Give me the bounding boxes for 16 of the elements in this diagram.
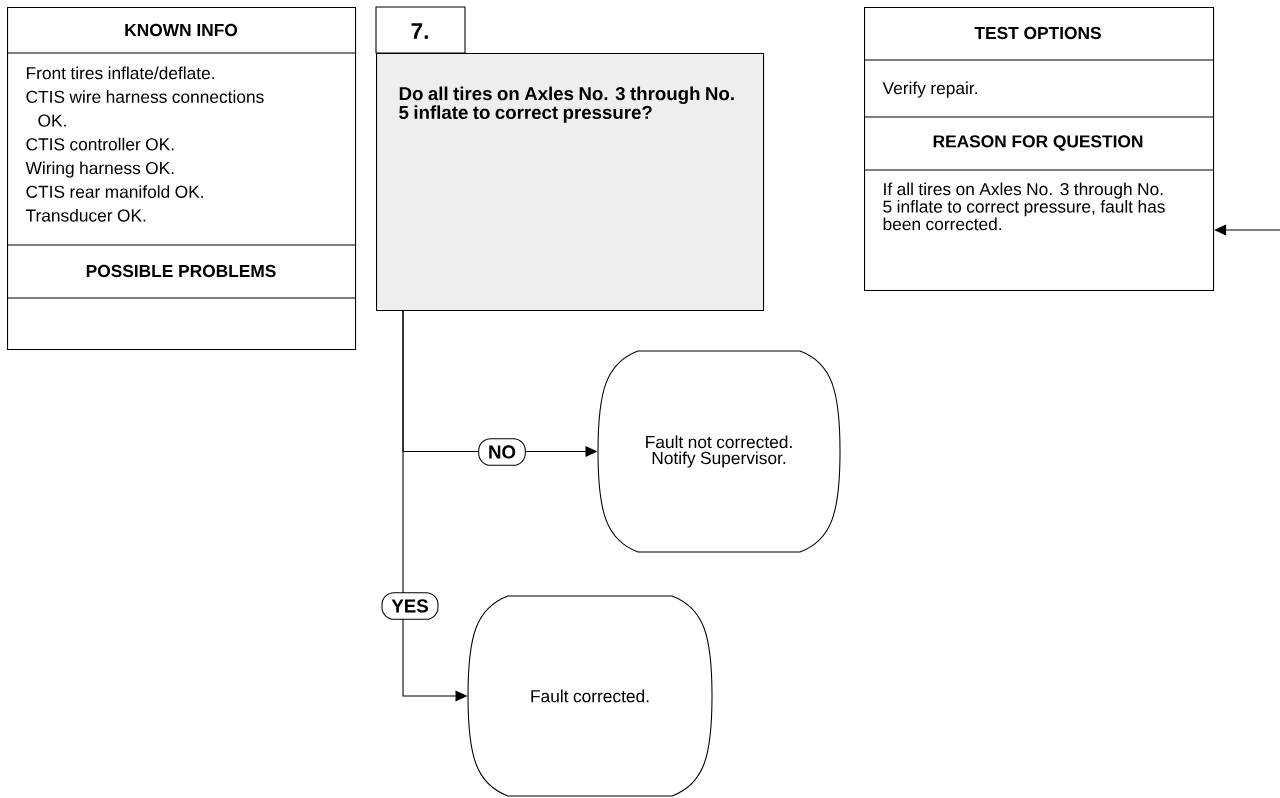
list-item: Wiring harness OK. — [25, 161, 174, 178]
edge-label: NO — [478, 438, 526, 466]
panel-heading: REASON FOR QUESTION — [933, 135, 1143, 151]
connector-arrow — [1214, 224, 1280, 236]
panel-heading: TEST OPTIONS — [974, 26, 1101, 40]
panel-heading: POSSIBLE PROBLEMS — [86, 264, 276, 278]
list-item: CTIS wire harness connections OK. — [26, 90, 264, 127]
list-item: CTIS controller OK. — [26, 137, 174, 151]
list-item: CTIS rear manifold OK. — [26, 185, 203, 198]
edge-label: YES — [381, 592, 439, 620]
list-item: Transducer OK. — [25, 208, 146, 222]
step-number: 7. — [411, 23, 428, 39]
panel-text: Verify repair. — [882, 81, 977, 98]
panel-heading: KNOWN INFO — [125, 23, 238, 37]
panel-text: If all tires on Axles No. 3 through No. 5 inflate to correct pressure, fault has been corrected. — [883, 182, 1165, 231]
list-item: Front tires inflate/deflate. — [26, 66, 214, 80]
